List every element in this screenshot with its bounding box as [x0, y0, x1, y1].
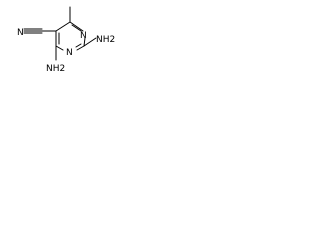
atom-label-amino-right: NH2 — [96, 35, 115, 45]
bond-c2-amino — [83, 37, 97, 47]
atom-label-nitrile-n: N — [17, 28, 24, 38]
bond-c6-n1-double — [71, 24, 82, 32]
bond-c2-n3 — [76, 45, 85, 51]
bond-n1-c2 — [83, 37, 86, 47]
atom-label-ring-n-right: N — [80, 31, 87, 41]
bond-n3-c4 — [55, 45, 64, 51]
bond-c2-n3-double — [75, 43, 82, 48]
bond-c6-c5 — [55, 21, 71, 32]
atom-label-ring-n-bottom: N — [66, 48, 73, 58]
bond-c6-n1 — [69, 21, 84, 32]
atom-label-amino-bottom: NH2 — [46, 64, 65, 74]
molecule-structure: N N N NH2 NH2 — [17, 6, 115, 74]
